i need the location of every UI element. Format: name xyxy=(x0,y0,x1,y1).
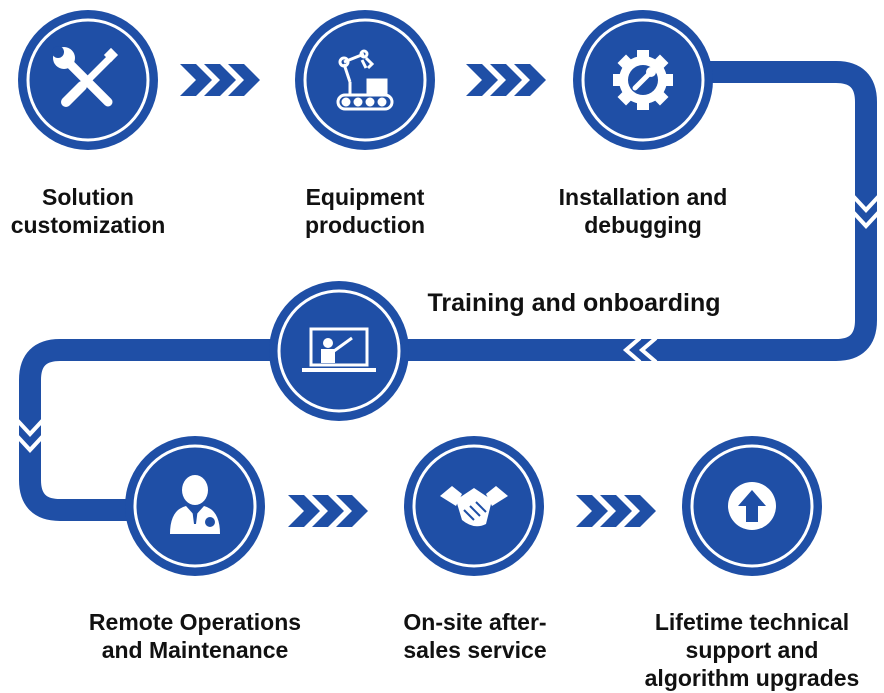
arrows-5-6 xyxy=(288,495,368,527)
arrows-2-3 xyxy=(466,64,546,96)
engineer-icon xyxy=(170,475,220,534)
step-label-remote: Remote Operations and Maintenance xyxy=(88,609,302,663)
step-label-equipment: Equipment production xyxy=(304,184,426,238)
step-label-installation: Installation and debugging xyxy=(558,184,728,238)
flow-connector-path xyxy=(19,61,877,521)
robot-arm-conveyor-icon xyxy=(336,49,394,111)
step-label-training: Training and onboarding xyxy=(427,289,721,317)
step-circle-training xyxy=(269,281,409,421)
presentation-screen-icon xyxy=(302,327,376,372)
step-label-lifetime: Lifetime technical support and algorithm… xyxy=(644,609,860,691)
step-circle-equipment xyxy=(295,10,435,150)
down-chevron-left xyxy=(15,418,45,453)
down-chevron-right xyxy=(851,194,881,229)
gear-wrench-icon xyxy=(613,50,673,110)
step-label-solution: Solution customization xyxy=(10,184,166,238)
wrench-screwdriver-icon xyxy=(52,46,119,107)
step-circle-remote xyxy=(125,436,265,576)
step-label-onsite: On-site after- sales service xyxy=(403,609,547,663)
left-chevron-middle xyxy=(622,336,658,364)
upload-arrow-icon xyxy=(728,482,776,530)
arrows-6-7 xyxy=(576,495,656,527)
arrows-1-2 xyxy=(180,64,260,96)
handshake-icon xyxy=(440,486,508,527)
